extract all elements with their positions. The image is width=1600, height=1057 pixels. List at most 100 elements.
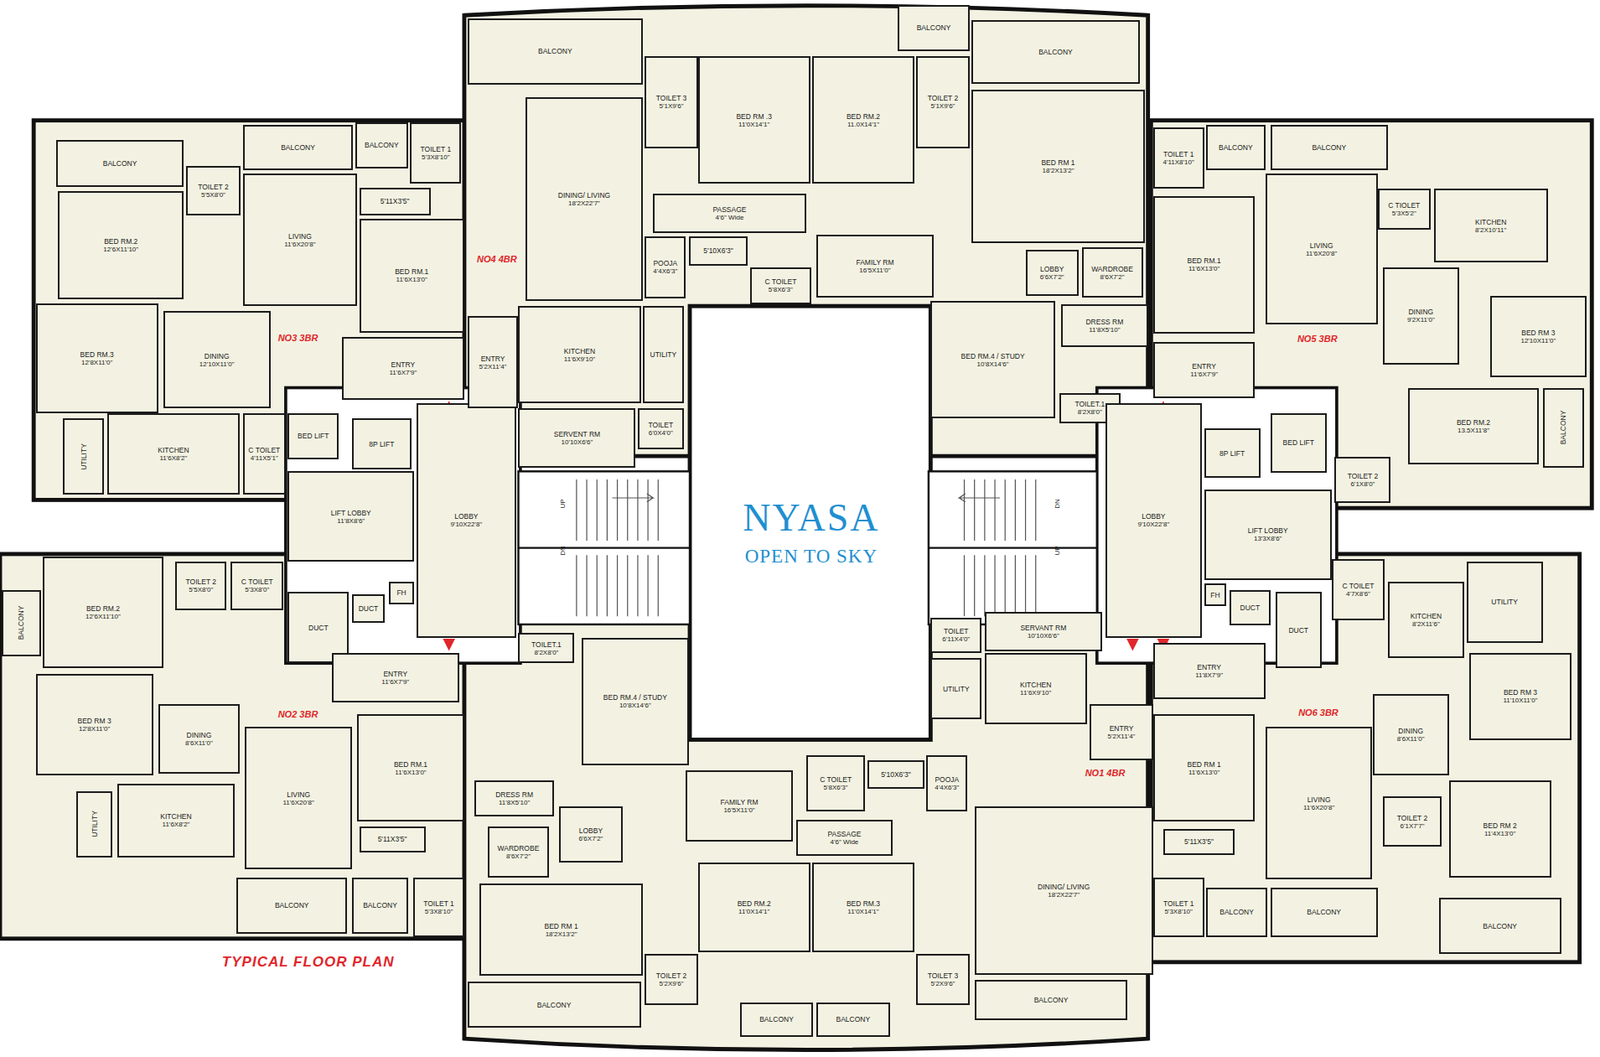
room-dimension: 5'2X9'6" bbox=[656, 979, 688, 988]
unit-label: NO3 3BR bbox=[278, 332, 319, 343]
room-text: UTILITY bbox=[650, 350, 678, 359]
room-dimension: 8'6X11'0" bbox=[185, 739, 213, 747]
room-dimension: 5'1X9'6" bbox=[656, 102, 688, 110]
room-name: DINING/ LIVING bbox=[1037, 882, 1090, 891]
room-box: BED RM.213.5X11'8" bbox=[1408, 388, 1539, 465]
room-name: LIVING bbox=[1305, 241, 1337, 250]
room-box: ENTRY11'6X7'9" bbox=[1153, 341, 1256, 399]
room-dimension: 18'2X22'7" bbox=[558, 199, 611, 208]
room-name: BED LIFT bbox=[297, 431, 329, 441]
room-text: LIVING11'6X20'8" bbox=[1303, 795, 1335, 812]
room-name: TOILET 2 bbox=[927, 93, 959, 103]
room-box: ENTRY5'2X11'4" bbox=[1089, 704, 1153, 761]
room-name: BED RM.4 / STUDY bbox=[603, 693, 668, 702]
room-dimension: 6'6X7'2" bbox=[1040, 273, 1065, 281]
room-box: 8P LIFT bbox=[1204, 428, 1261, 477]
room-text: UTILITY bbox=[90, 810, 99, 838]
room-box: BED RM 111'6X13'0" bbox=[1153, 714, 1256, 822]
room-name: KITCHEN bbox=[1410, 611, 1442, 621]
room-text: TOILET.18'2X8'0" bbox=[531, 640, 562, 657]
room-dimension: 11'6X20'8" bbox=[1305, 249, 1337, 258]
room-text: 8P LIFT bbox=[1219, 449, 1245, 458]
room-name: KITCHEN bbox=[160, 812, 192, 821]
room-name: LIVING bbox=[1303, 795, 1335, 804]
room-dimension: 13'3X8'6" bbox=[1247, 534, 1289, 543]
room-name: TOILET bbox=[647, 420, 674, 430]
room-dimension: 8'2X8'0" bbox=[1074, 408, 1105, 416]
room-dimension: 8'6X11'0" bbox=[1397, 735, 1425, 743]
room-box: LIFT LOBBY11'8X8'6" bbox=[287, 471, 415, 561]
room-box: ENTRY11'6X7'9" bbox=[341, 336, 465, 400]
room-text: 5'11X3'5" bbox=[1184, 837, 1214, 846]
room-box: BED RM.311'0X14'1" bbox=[812, 862, 915, 953]
room-text: BED RM 111'6X13'0" bbox=[1187, 760, 1222, 777]
room-text: TOILET 25'5X8'0" bbox=[186, 577, 218, 594]
room-text: DINING8'6X11'0" bbox=[185, 730, 213, 747]
room-text: BALCONY bbox=[1306, 907, 1342, 917]
room-box: LIVING11'6X20'8" bbox=[1265, 726, 1373, 881]
room-dimension: 11'0X14'1" bbox=[846, 907, 881, 916]
room-text: BED RM.212'6X11'10" bbox=[85, 604, 121, 621]
room-name: TOILET 3 bbox=[656, 93, 688, 103]
room-box: TOILET 35'2X9'6" bbox=[916, 953, 969, 1005]
room-name: BALCONY bbox=[1038, 47, 1073, 57]
room-box: DINING12'10X11'0" bbox=[163, 310, 271, 409]
room-name: DUCT bbox=[1288, 626, 1309, 635]
room-dimension: 5'3X8'10" bbox=[1163, 907, 1195, 916]
room-box: FH bbox=[388, 581, 415, 605]
room-text: FAMILY RM16'5X11'0" bbox=[720, 797, 759, 814]
room-box: DUCT bbox=[352, 594, 385, 623]
room-box: BALCONY bbox=[897, 5, 969, 52]
room-name: FH bbox=[396, 588, 406, 597]
room-dimension: 5'3X8'0" bbox=[241, 585, 274, 594]
room-name: KITCHEN bbox=[157, 445, 189, 455]
room-text: POOJA4'4X6'3" bbox=[652, 258, 678, 275]
room-box: DUCT bbox=[1275, 591, 1322, 668]
room-box: DINING9'2X11'0" bbox=[1382, 267, 1460, 365]
stair-label: DN bbox=[558, 546, 566, 557]
room-dimension: 9'10X22'8" bbox=[1137, 520, 1170, 529]
room-name: BED RM.2 bbox=[85, 604, 121, 613]
room-dimension: 11'6X20'8" bbox=[284, 240, 316, 249]
room-dimension: 11'6X13'0" bbox=[394, 275, 429, 284]
room-box: POOJA4'4X6'3" bbox=[644, 236, 686, 298]
room-box: TOILET 26'1X8'0" bbox=[1334, 456, 1391, 503]
room-name: BED RM.1 bbox=[394, 267, 429, 276]
room-text: BALCONY bbox=[759, 1014, 794, 1024]
room-name: 5'11X3'5" bbox=[380, 196, 410, 206]
room-box: PASSAGE4'6" Wide bbox=[652, 193, 807, 233]
room-text: C TOILET5'3X8'0" bbox=[241, 577, 274, 594]
room-text: TOILET.18'2X8'0" bbox=[1074, 399, 1105, 416]
room-name: TOILET 1 bbox=[1163, 899, 1195, 908]
room-box: BALCONY bbox=[1206, 124, 1266, 171]
room-box: ENTRY11'6X7'9" bbox=[331, 652, 460, 702]
room-text: BED RM.212'6X11'10" bbox=[103, 237, 139, 254]
room-box: BED RM.111'6X13'0" bbox=[359, 218, 465, 333]
room-dimension: 4'4X6'3" bbox=[934, 783, 959, 792]
room-box: KITCHEN11'6X8'2" bbox=[117, 783, 235, 858]
room-box: TOILET 14'11X8'10" bbox=[1153, 127, 1205, 189]
room-text: LIFT LOBBY11'8X8'6" bbox=[331, 508, 372, 525]
room-name: DINING bbox=[1407, 307, 1435, 316]
room-dimension: 8'2X10'11" bbox=[1475, 226, 1507, 234]
room-dimension: 6'0X4'0" bbox=[647, 429, 674, 437]
room-name: BALCONY bbox=[1558, 410, 1568, 446]
room-name: DINING bbox=[199, 352, 235, 361]
room-name: DUCT bbox=[1240, 603, 1261, 612]
room-box: KITCHEN11'6X9'10" bbox=[517, 305, 641, 404]
room-box: DINING/ LIVING18'2X22'7" bbox=[525, 97, 643, 301]
room-box: UTILITY bbox=[1466, 561, 1544, 643]
room-name: LOBBY bbox=[578, 826, 603, 835]
room-dimension: 11'6X20'8" bbox=[1303, 803, 1335, 812]
room-text: BED RM 211'4X13'0" bbox=[1483, 821, 1518, 838]
room-dimension: 16'5X11'0" bbox=[855, 266, 894, 275]
room-name: TOILET 2 bbox=[197, 182, 229, 192]
room-name: DINING bbox=[1397, 726, 1425, 736]
room-box: SERVENT RM10'10X6'6" bbox=[517, 408, 636, 468]
open-to-sky bbox=[689, 305, 931, 740]
room-box: BED RM 118'2X13'2" bbox=[479, 883, 643, 976]
room-dimension: 6'11X4'0" bbox=[942, 635, 970, 643]
stair-steps bbox=[576, 479, 1036, 617]
room-name: FAMILY RM bbox=[855, 258, 894, 267]
unit-label: NO6 3BR bbox=[1298, 707, 1339, 718]
